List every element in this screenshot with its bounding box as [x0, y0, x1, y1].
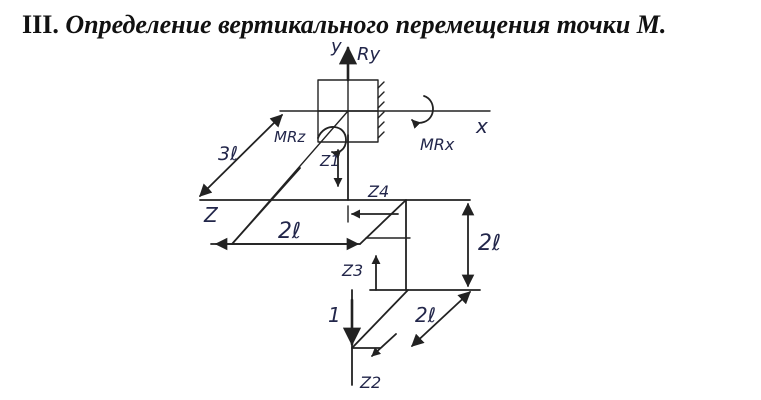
mrz-label: MRz — [274, 128, 306, 146]
z3-label: Z3 — [341, 261, 363, 280]
support-hatching — [377, 81, 385, 139]
z4-label: Z4 — [367, 182, 389, 201]
x-axis-label: x — [475, 114, 488, 138]
dim-3l-label: 3ℓ — [218, 143, 238, 165]
unit-force-label: 1 — [328, 303, 341, 327]
page-title: III. Определение вертикального перемещен… — [22, 10, 666, 40]
dim-2l-diagonal-label: 2ℓ — [415, 303, 436, 327]
z1-label: Z1 — [319, 152, 340, 170]
ry-label: Ry — [357, 44, 381, 65]
section-number: III. — [22, 10, 59, 39]
frame-members — [199, 134, 481, 386]
dim-2l-vertical-label: 2ℓ — [478, 231, 501, 256]
dim-2l-horizontal-label: 2ℓ — [278, 219, 301, 244]
y-axis-label: y — [330, 36, 342, 57]
section-title: Определение вертикального перемещения то… — [65, 10, 667, 39]
dim-3l-line — [199, 114, 283, 197]
dim-2l-diagonal-line — [411, 291, 471, 347]
z-axis-label: Z — [203, 203, 219, 227]
z2-label: Z2 — [359, 373, 381, 392]
z2-arrow — [371, 333, 397, 357]
mrx-moment-arrow — [411, 95, 434, 129]
mrx-label: MRx — [420, 135, 455, 154]
mrz-moment-arrow — [317, 126, 347, 159]
